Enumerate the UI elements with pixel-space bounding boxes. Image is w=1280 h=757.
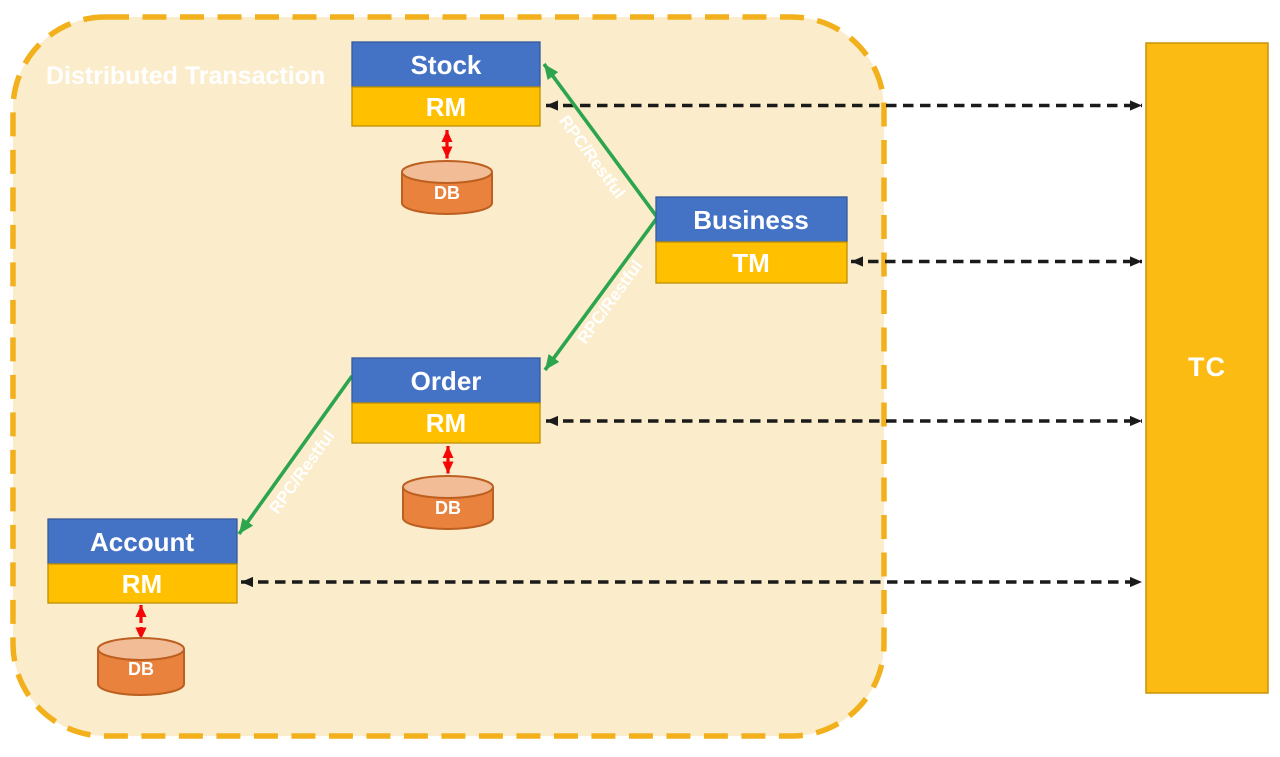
stock-name-label: Stock (411, 50, 482, 80)
stock-header (351, 41, 541, 88)
account-role-band (47, 563, 238, 604)
order-db-top (402, 475, 494, 499)
order-name-label: Order (411, 366, 482, 396)
order-role-band (351, 402, 541, 444)
service-stock: Stock RM (351, 41, 541, 127)
account-role-label: RM (122, 569, 162, 599)
stock-role-label: RM (426, 92, 466, 122)
tc-box (1145, 42, 1269, 694)
transaction-coordinator: TC (1145, 42, 1269, 694)
service-order: Order RM (351, 357, 541, 444)
stock-db-label: DB (434, 183, 460, 203)
stock-role-band (351, 86, 541, 127)
tc-links (241, 100, 1142, 588)
account-header (47, 518, 238, 565)
rpc-edge-business-to-stock (542, 62, 659, 219)
business-name-label: Business (693, 205, 809, 235)
boundary-title: Distributed Transaction (46, 62, 325, 90)
order-db-label: DB (435, 498, 461, 518)
stock-db-top (401, 160, 493, 184)
order-header (351, 357, 541, 404)
db-links (135, 130, 454, 640)
rpc-edge-order-to-account (237, 374, 354, 536)
account-db-cylinder: DB (97, 637, 185, 696)
rpc-edges (237, 62, 659, 536)
tc-label: TC (1188, 352, 1226, 382)
account-name-label: Account (90, 527, 194, 557)
service-account: Account RM (47, 518, 238, 604)
rpc-edge-business-to-order (543, 216, 659, 372)
business-role-band (655, 241, 848, 284)
business-role-label: TM (732, 248, 770, 278)
account-db-top (97, 637, 185, 661)
service-business: Business TM (655, 196, 848, 284)
order-db-cylinder: DB (402, 475, 494, 530)
business-header (655, 196, 848, 243)
account-db-label: DB (128, 659, 154, 679)
order-role-label: RM (426, 408, 466, 438)
stock-db-cylinder: DB (401, 160, 493, 215)
